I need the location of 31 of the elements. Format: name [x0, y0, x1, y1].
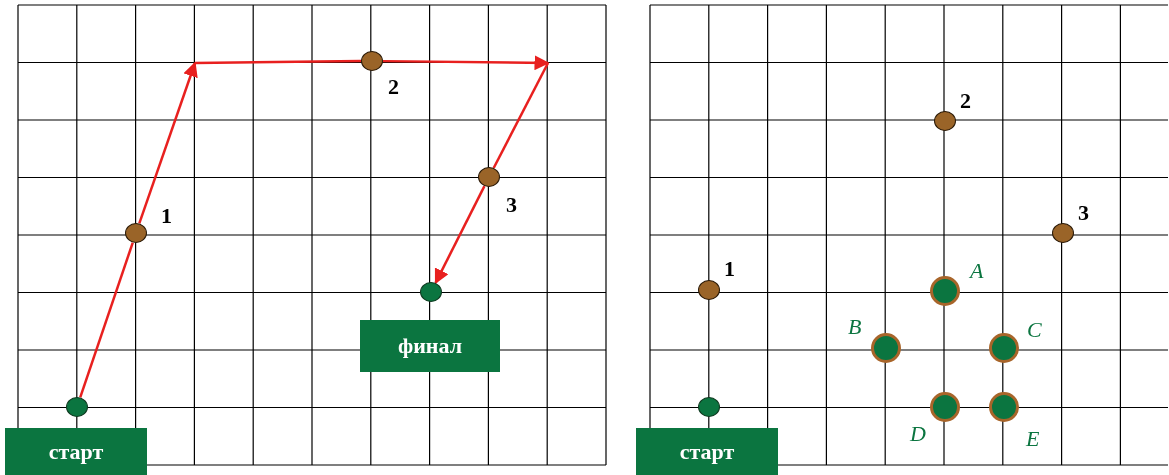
point-label: A [970, 258, 984, 284]
point-label: 3 [1078, 202, 1089, 224]
point-marker [66, 397, 88, 417]
answer-point [930, 276, 960, 306]
point-label: 2 [388, 76, 399, 98]
arrow [434, 185, 486, 285]
point-label: B [848, 314, 862, 340]
point-label: 2 [960, 90, 971, 112]
point-label: D [910, 421, 926, 447]
point-label: 1 [161, 205, 172, 227]
answer-point [930, 392, 960, 422]
point-marker [420, 282, 442, 302]
point-marker [698, 397, 720, 417]
point-marker [125, 223, 147, 243]
label-box: финал [360, 320, 500, 372]
answer-point [989, 333, 1019, 363]
point-label: E [1026, 426, 1040, 452]
answer-point [989, 392, 1019, 422]
point-marker [934, 111, 956, 131]
arrow [383, 55, 550, 71]
label-box: старт [5, 428, 147, 475]
point-marker [361, 51, 383, 71]
label-box: старт [636, 428, 778, 475]
point-label: C [1027, 317, 1042, 343]
point-label: 1 [724, 258, 735, 280]
point-label: 3 [506, 194, 517, 216]
point-marker [1052, 223, 1074, 243]
point-marker [478, 167, 500, 187]
point-marker [698, 280, 720, 300]
arrow [138, 61, 198, 224]
answer-point [871, 333, 901, 363]
